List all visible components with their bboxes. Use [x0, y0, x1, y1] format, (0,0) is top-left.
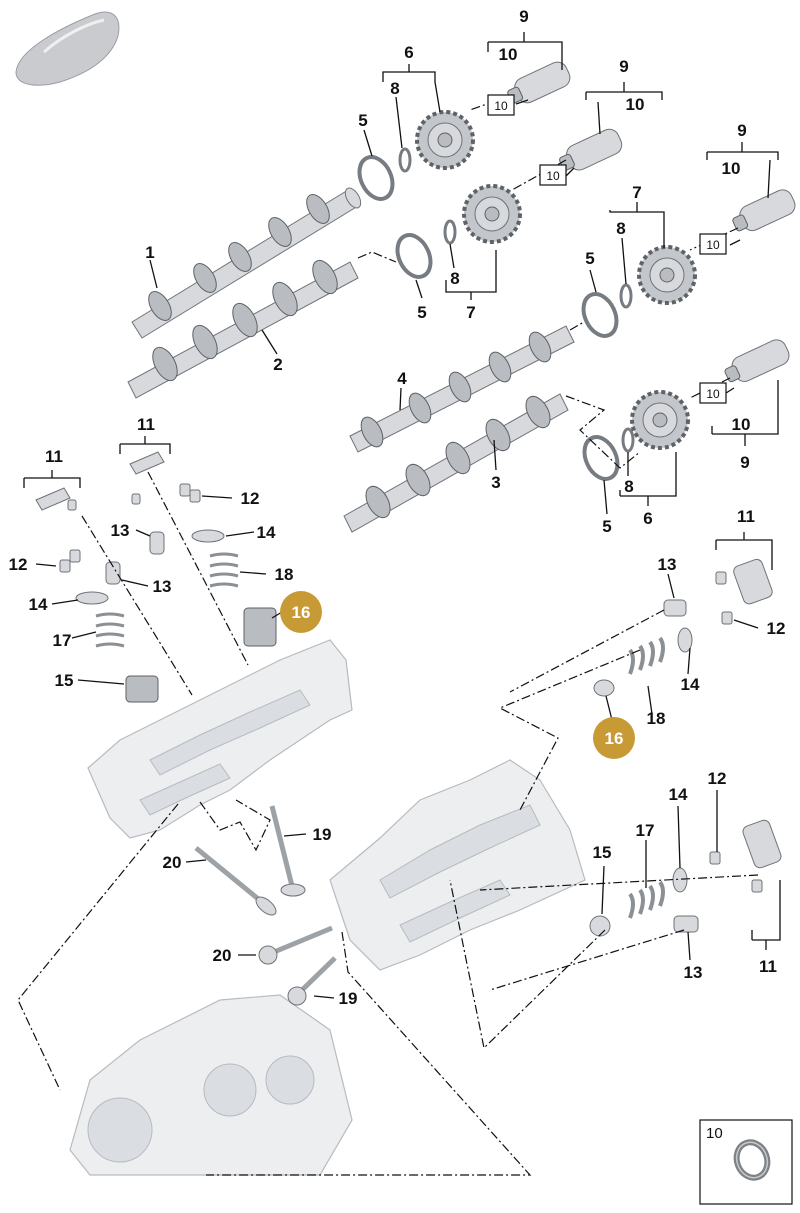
label-18-b: 18 [647, 709, 666, 728]
bolt-8-illustrations [398, 147, 635, 453]
callout-16-badge-a[interactable] [280, 591, 322, 633]
engine-block-illustration [69, 994, 353, 1176]
label-1: 1 [145, 243, 154, 262]
label-14-d: 14 [669, 785, 688, 804]
label-13-a: 13 [111, 521, 130, 540]
callout-16-badge-b[interactable] [593, 717, 635, 759]
label-19-b: 19 [339, 989, 358, 1008]
label-10-d: 10 [732, 415, 751, 434]
label-15-a: 15 [55, 671, 74, 690]
label-18-a: 18 [275, 565, 294, 584]
label-10-box-a: 10 [494, 99, 508, 113]
label-9-a: 9 [519, 7, 528, 26]
camshaft-2-illustration [127, 259, 359, 399]
label-17-b: 17 [636, 821, 655, 840]
label-8-b: 8 [450, 269, 459, 288]
label-12-a: 12 [9, 555, 28, 574]
leader-lines [23, 32, 781, 999]
label-11-c: 11 [737, 507, 755, 526]
label-3: 3 [491, 473, 500, 492]
label-11-b: 11 [137, 415, 155, 434]
label-14-b: 14 [257, 523, 276, 542]
seal-ring-5-illustrations [357, 155, 620, 481]
label-17-a: 17 [53, 631, 72, 650]
part-number-labels: 1 2 3 4 5 5 5 5 6 6 7 7 8 8 8 8 9 9 9 9 … [9, 7, 786, 1008]
label-7-b: 7 [632, 183, 641, 202]
label-13-d: 13 [684, 963, 703, 982]
label-6-a: 6 [404, 43, 413, 62]
label-10-c: 10 [722, 159, 741, 178]
label-13-b: 13 [153, 577, 172, 596]
label-8-c: 8 [616, 219, 625, 238]
label-15-b: 15 [593, 843, 612, 862]
legend-number: 10 [706, 1125, 723, 1142]
cylinder-head-left-illustration [87, 639, 353, 839]
cylinder-head-right-illustration [329, 759, 586, 971]
label-11-d: 11 [759, 957, 777, 976]
valvetrain-left-stack-illustration [35, 451, 277, 703]
callout-16-label-b: 16 [605, 729, 624, 748]
label-5-a: 5 [358, 111, 367, 130]
label-2: 2 [273, 355, 282, 374]
camshaft-1-illustration [131, 187, 362, 339]
label-14-c: 14 [681, 675, 700, 694]
label-9-b: 9 [619, 57, 628, 76]
label-7-a: 7 [466, 303, 475, 322]
label-4: 4 [397, 369, 407, 388]
car-silhouette-icon [15, 11, 120, 86]
valve-19-20-illustrations [194, 805, 337, 1006]
cam-adjuster-gear-illustrations [415, 110, 697, 450]
assembly-dash-lines [17, 94, 759, 1176]
label-11-a: 11 [45, 447, 63, 466]
label-5-b: 5 [417, 303, 426, 322]
label-10-a: 10 [499, 45, 518, 64]
label-12-d: 12 [708, 769, 727, 788]
label-20-b: 20 [213, 946, 232, 965]
camshaft-3-illustration [343, 393, 569, 533]
label-8-d: 8 [624, 477, 633, 496]
label-10-box-b: 10 [546, 169, 560, 183]
label-10-box-c: 10 [706, 238, 720, 252]
label-14-a: 14 [29, 595, 48, 614]
label-5-d: 5 [602, 517, 611, 536]
label-20-a: 20 [163, 853, 182, 872]
highlighted-callouts-16: 16 16 [280, 591, 635, 759]
label-6-b: 6 [643, 509, 652, 528]
label-13-c: 13 [658, 555, 677, 574]
ring-10-box-labels: 10 10 10 10 [487, 94, 727, 404]
legend-box: 10 [699, 1119, 793, 1205]
label-9-c: 9 [737, 121, 746, 140]
label-19-a: 19 [313, 825, 332, 844]
label-10-box-d: 10 [706, 387, 720, 401]
label-9-d: 9 [740, 453, 749, 472]
valvetrain-right-stack-illustration [589, 558, 782, 937]
label-10-b: 10 [626, 95, 645, 114]
label-5-c: 5 [585, 249, 594, 268]
label-12-c: 12 [767, 619, 786, 638]
callout-16-label-a: 16 [292, 603, 311, 622]
label-12-b: 12 [241, 489, 260, 508]
camshaft-4-illustration [349, 325, 575, 453]
label-8-a: 8 [390, 79, 399, 98]
